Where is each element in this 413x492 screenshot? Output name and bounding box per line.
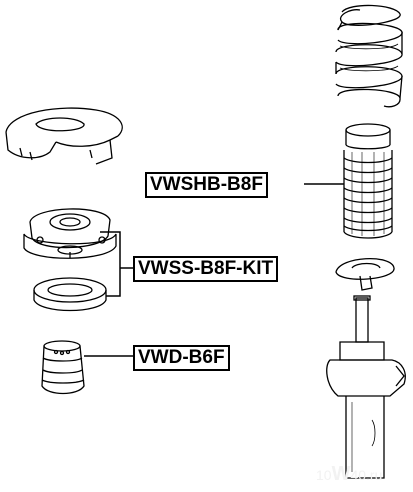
bump-stop — [41, 340, 85, 395]
lower-seat — [335, 258, 395, 291]
watermark-part2: W — [331, 463, 351, 485]
strut-mount — [23, 208, 117, 259]
shock-absorber — [326, 295, 406, 479]
part-label-boot[interactable]: VWSHB-B8F — [145, 172, 268, 198]
leader-lines — [84, 183, 344, 357]
part-label-support-kit[interactable]: VWSS-B8F-KIT — [133, 256, 279, 282]
watermark-part4: .ru — [366, 467, 383, 483]
part-label-bump-stop[interactable]: VWD-B6F — [133, 345, 230, 371]
spring-seat — [5, 107, 123, 165]
dust-boot — [343, 123, 393, 239]
coil-spring — [335, 4, 403, 108]
watermark-part3: 40 — [350, 467, 367, 483]
watermark-logo: 10W40.ru — [316, 463, 382, 486]
watermark-part1: 10 — [316, 467, 332, 483]
strut-bearing — [33, 277, 107, 312]
